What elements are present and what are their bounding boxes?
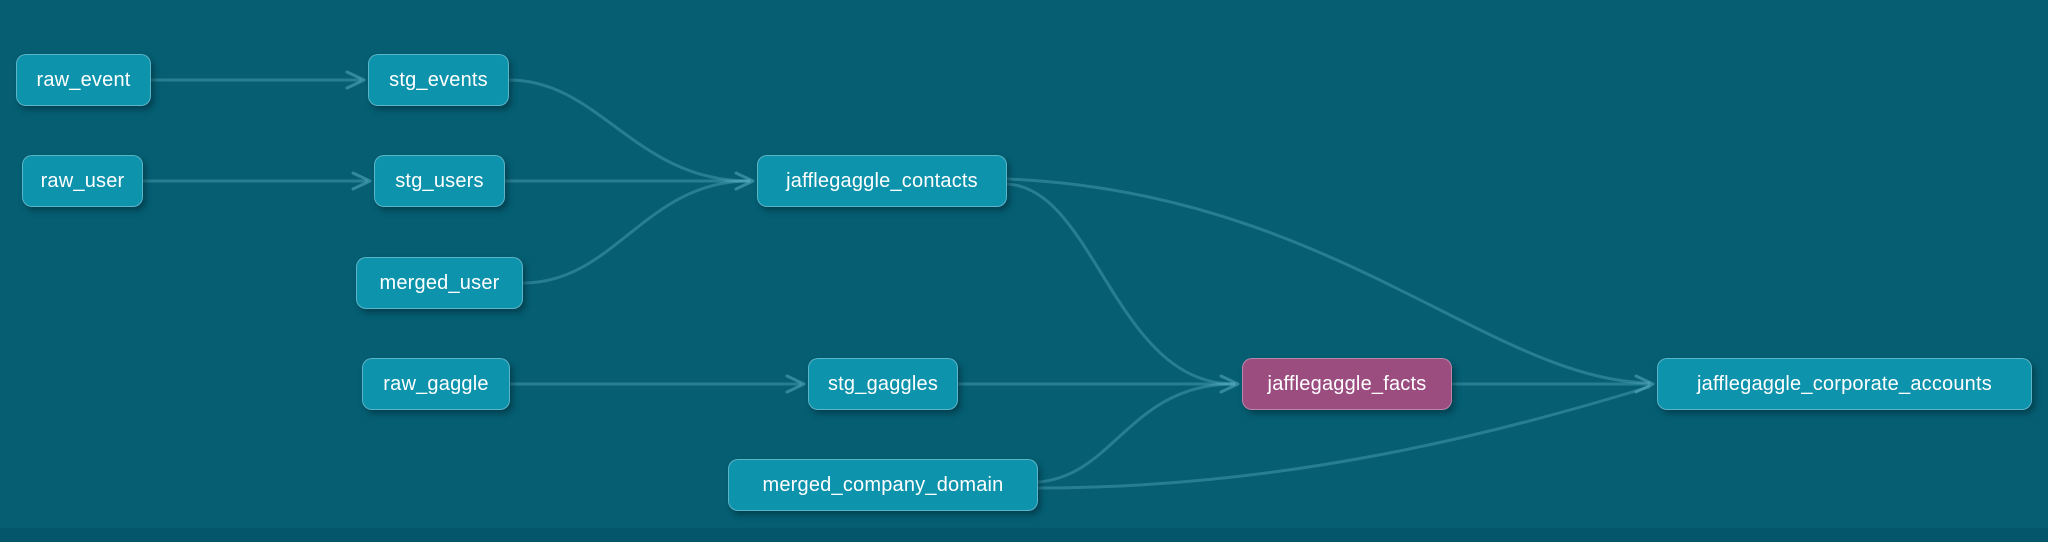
edge-jafflegaggle_contacts-to-jafflegaggle_facts xyxy=(1005,182,1236,386)
node-label: jafflegaggle_contacts xyxy=(786,169,978,192)
edge-stg_events-to-jafflegaggle_contacts xyxy=(507,78,751,183)
bottom-strip xyxy=(0,528,2048,542)
node-label: merged_user xyxy=(379,271,500,294)
arrowhead-icon-jafflegaggle_facts xyxy=(1219,374,1240,394)
node-stg_gaggles[interactable]: stg_gaggles xyxy=(808,358,958,410)
node-raw_gaggle[interactable]: raw_gaggle xyxy=(362,358,510,410)
edge-merged_user-to-jafflegaggle_contacts xyxy=(521,179,751,285)
arrowhead-icon-stg_gaggles xyxy=(785,374,806,394)
node-merged_user[interactable]: merged_user xyxy=(356,257,523,309)
node-stg_events[interactable]: stg_events xyxy=(368,54,509,106)
node-label: raw_event xyxy=(36,68,131,91)
node-raw_user[interactable]: raw_user xyxy=(22,155,143,207)
node-stg_users[interactable]: stg_users xyxy=(374,155,505,207)
node-label: stg_users xyxy=(395,169,484,192)
node-label: raw_user xyxy=(40,169,125,192)
node-label: jafflegaggle_facts xyxy=(1267,372,1427,395)
node-label: merged_company_domain xyxy=(762,473,1004,496)
arrowhead-icon-stg_events xyxy=(345,70,366,90)
node-label: stg_gaggles xyxy=(827,372,939,395)
node-merged_company_domain[interactable]: merged_company_domain xyxy=(728,459,1038,511)
arrowhead-icon-jafflegaggle_corporate_accounts xyxy=(1634,374,1655,394)
node-label: stg_events xyxy=(389,68,488,91)
node-jafflegaggle_facts[interactable]: jafflegaggle_facts xyxy=(1242,358,1452,410)
node-jafflegaggle_contacts[interactable]: jafflegaggle_contacts xyxy=(757,155,1007,207)
node-jafflegaggle_corporate_accounts[interactable]: jafflegaggle_corporate_accounts xyxy=(1657,358,2032,410)
edge-merged_company_domain-to-jafflegaggle_corporate_accounts xyxy=(1036,385,1651,490)
arrowhead-icon-stg_users xyxy=(351,171,372,191)
node-raw_event[interactable]: raw_event xyxy=(16,54,151,106)
arrowhead-icon-jafflegaggle_contacts xyxy=(734,171,755,191)
node-label: raw_gaggle xyxy=(383,372,489,395)
node-label: jafflegaggle_corporate_accounts xyxy=(1697,372,1992,395)
edge-merged_company_domain-to-jafflegaggle_facts xyxy=(1036,382,1236,484)
edge-jafflegaggle_contacts-to-jafflegaggle_corporate_accounts xyxy=(1005,177,1651,385)
